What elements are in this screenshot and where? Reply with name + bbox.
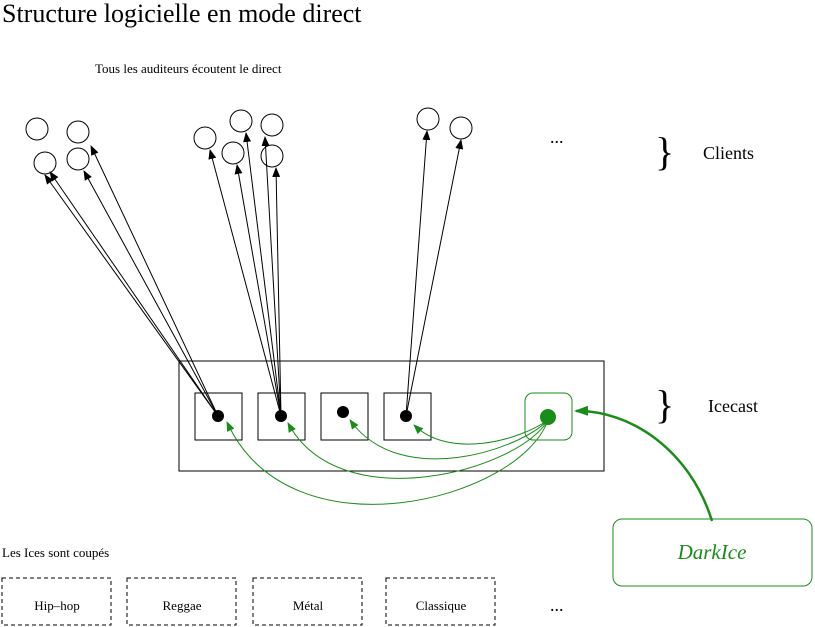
client-node [66, 147, 90, 171]
mountpoint-box [383, 392, 432, 441]
client-node [193, 126, 217, 150]
stream-arrow [44, 174, 219, 417]
diagram-subtitle: Tous les auditeurs écoutent le direct [95, 61, 282, 76]
stream-arrow [90, 145, 219, 417]
diagram-title: Structure logicielle en mode direct [2, 0, 362, 28]
ice-source-label: Métal [293, 598, 324, 613]
stream-arrows [44, 130, 464, 417]
relay-arrow [287, 419, 549, 479]
darkice-source-box [612, 518, 813, 587]
client-node [25, 117, 49, 141]
ices-sources: Hip–hop Reggae Métal Classique [1, 577, 496, 626]
ices-ellipsis: ... [550, 595, 564, 615]
clients-brace: } [655, 129, 674, 174]
clients-ellipsis: ... [550, 127, 564, 147]
stream-arrow [49, 171, 219, 417]
client-nodes [25, 107, 473, 175]
client-node [260, 113, 284, 137]
ice-source-box [1, 577, 112, 626]
client-node [229, 109, 253, 133]
ice-source-label: Hip–hop [34, 598, 80, 613]
relay-arrow [226, 419, 549, 505]
mountpoints [194, 392, 432, 441]
darkice-mountpoint-box [524, 392, 573, 441]
client-node [449, 116, 473, 140]
mountpoint-box [320, 392, 369, 441]
ices-cut-caption: Les Ices sont coupés [2, 545, 109, 560]
clients-label: Clients [703, 143, 754, 163]
stream-arrow [405, 139, 464, 417]
mountpoint-dot [337, 406, 349, 418]
stream-arrow [208, 149, 282, 417]
mountpoint-box [257, 392, 306, 441]
stream-arrow [272, 167, 282, 417]
ice-source-box [385, 577, 496, 626]
icecast-brace: } [655, 382, 674, 427]
darkice-label: DarkIce [677, 540, 747, 564]
icecast-server-box [178, 360, 605, 472]
stream-arrow [405, 130, 431, 417]
client-node [33, 151, 57, 175]
stream-arrow [261, 136, 282, 417]
mountpoint-dot [275, 410, 287, 422]
stream-arrow [243, 132, 282, 417]
ice-source-box [252, 577, 363, 626]
relay-arrow [349, 419, 549, 460]
ice-source-box [126, 577, 237, 626]
relay-arrows [226, 419, 549, 505]
darkice-mountpoint-dot [540, 409, 556, 425]
mountpoint-box [194, 392, 243, 441]
stream-arrow [234, 164, 282, 417]
client-node [66, 120, 90, 144]
relay-arrow [413, 419, 549, 445]
ice-source-label: Classique [416, 598, 467, 613]
ice-source-label: Reggae [163, 598, 202, 613]
mountpoint-dot [212, 410, 224, 422]
client-node [416, 107, 440, 131]
client-node [221, 141, 245, 165]
darkice-feed-arrow [574, 405, 714, 522]
icecast-label: Icecast [708, 396, 758, 416]
client-node [260, 144, 284, 168]
stream-arrow [83, 170, 219, 417]
mountpoint-dot [400, 410, 412, 422]
